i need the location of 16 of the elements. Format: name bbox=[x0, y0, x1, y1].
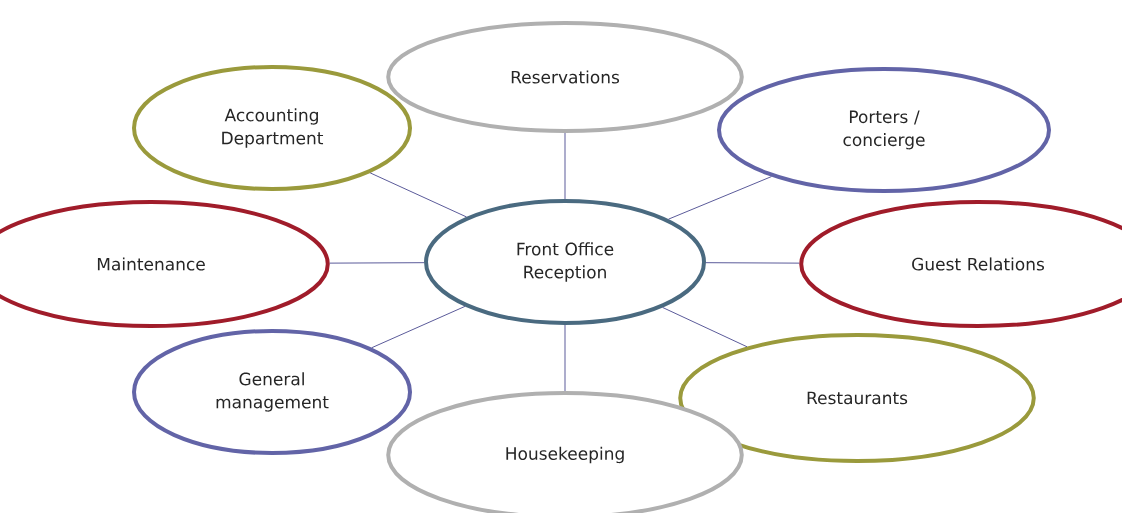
ellipse-node: Reservations bbox=[386, 21, 744, 133]
node-label: Housekeeping bbox=[506, 446, 624, 464]
ellipse-node: Porters / concierge bbox=[717, 67, 1051, 193]
ellipse-node: General management bbox=[132, 329, 412, 455]
ellipse-node: Accounting Department bbox=[132, 65, 412, 191]
ellipse-node: Front Office Reception bbox=[424, 199, 706, 325]
connector-line bbox=[705, 262, 800, 264]
connector-line bbox=[564, 132, 566, 200]
connector-line bbox=[329, 262, 425, 264]
connector-line bbox=[564, 324, 566, 392]
ellipse-node: Restaurants bbox=[678, 333, 1036, 463]
ellipse-node: Housekeeping bbox=[386, 391, 744, 513]
connector-line bbox=[667, 176, 772, 220]
connector-line bbox=[662, 306, 748, 348]
connector-line bbox=[371, 305, 466, 349]
connector-line bbox=[369, 172, 467, 218]
